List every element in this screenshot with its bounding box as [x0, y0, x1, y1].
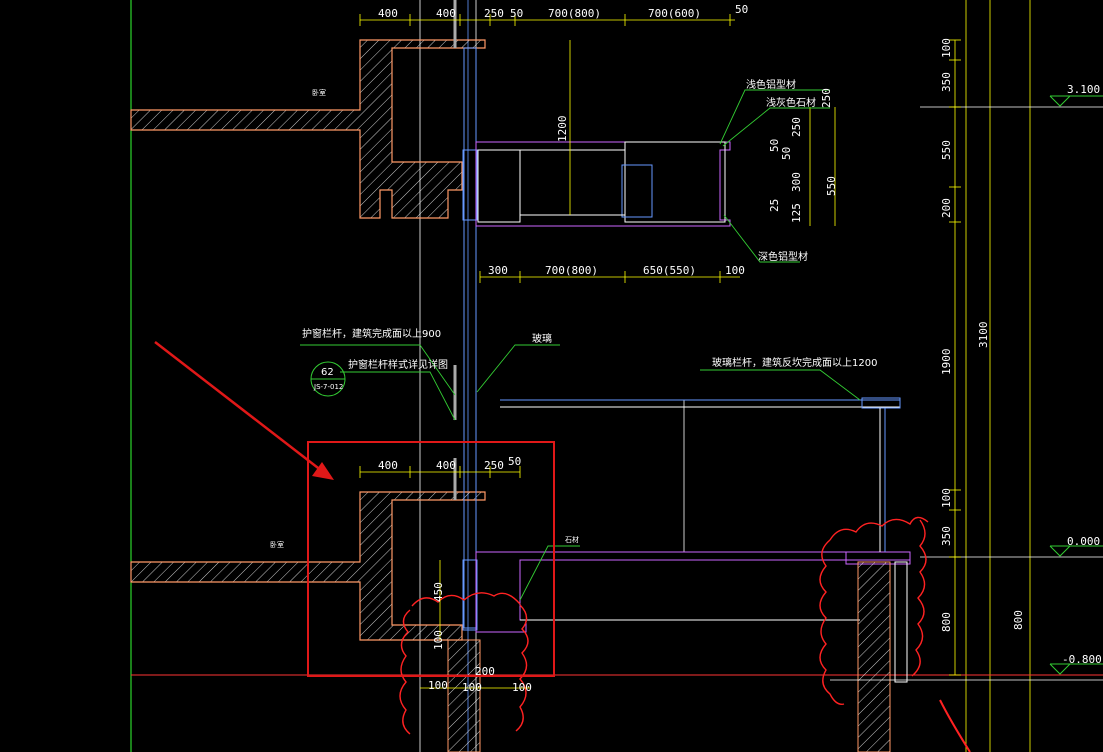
svg-text:100: 100: [725, 264, 745, 277]
shrub-outlines: [399, 516, 971, 752]
svg-text:550: 550: [825, 176, 838, 196]
svg-text:50: 50: [768, 139, 781, 152]
svg-text:400: 400: [378, 7, 398, 20]
svg-text:250: 250: [484, 459, 504, 472]
svg-text:450: 450: [432, 582, 445, 602]
svg-text:3.100: 3.100: [1067, 83, 1100, 96]
svg-text:护窗栏杆样式详见详图: 护窗栏杆样式详见详图: [348, 358, 448, 371]
svg-text:200: 200: [940, 198, 953, 218]
svg-text:100: 100: [512, 681, 532, 694]
low-dimension-text: 400 400 250 50: [378, 455, 521, 472]
svg-text:1900: 1900: [940, 349, 953, 376]
top-dimension-text: 400 400 250 50 700(800) 700(600) 50: [378, 3, 748, 20]
svg-text:700(800): 700(800): [548, 7, 601, 20]
outer-vertical-dimension-text: 3100 800: [977, 322, 1025, 631]
svg-text:100: 100: [462, 681, 482, 694]
svg-text:50: 50: [508, 455, 521, 468]
svg-text:200: 200: [475, 665, 495, 678]
detail-bubble: [310, 361, 346, 397]
svg-text:650(550): 650(550): [643, 264, 696, 277]
level-lines: [131, 106, 1103, 676]
svg-text:100: 100: [940, 488, 953, 508]
svg-text:卧室: 卧室: [312, 88, 326, 97]
detail-bubble-text: 62 JS-7-012: [313, 367, 343, 391]
svg-text:卧室: 卧室: [270, 540, 284, 549]
right-vertical-dimension-text: 100 350 550 200 1900 100 350 800: [940, 38, 953, 632]
svg-text:700(800): 700(800): [545, 264, 598, 277]
svg-text:1200: 1200: [556, 116, 569, 143]
svg-text:0.000: 0.000: [1067, 535, 1100, 548]
svg-text:700(600): 700(600): [648, 7, 701, 20]
svg-text:400: 400: [378, 459, 398, 472]
svg-text:300: 300: [488, 264, 508, 277]
svg-text:JS-7-012: JS-7-012: [313, 383, 343, 391]
svg-text:100: 100: [940, 38, 953, 58]
dimension-lines: [359, 14, 961, 689]
svg-text:50: 50: [510, 7, 523, 20]
svg-text:125: 125: [790, 203, 803, 223]
mid-dimension-text: 300 700(800) 650(550) 100: [488, 264, 745, 277]
glass-guardrail: [500, 397, 901, 552]
svg-text:250: 250: [820, 88, 833, 108]
lower-cladding: [475, 551, 911, 633]
svg-text:800: 800: [940, 612, 953, 632]
level-markers: [1049, 95, 1103, 675]
svg-text:-0.800: -0.800: [1062, 653, 1102, 666]
svg-text:100: 100: [428, 679, 448, 692]
sub-vertical-dimension-text: 1200 250 250 50 50 300 550 25 125 450 10…: [432, 88, 838, 650]
svg-text:350: 350: [940, 526, 953, 546]
svg-text:玻璃: 玻璃: [532, 332, 552, 345]
svg-text:250: 250: [484, 7, 504, 20]
annotation-text: 浅色铝型材 浅灰色石材 深色铝型材 护窗栏杆，建筑完成面以上900 护窗栏杆样式…: [302, 78, 877, 544]
svg-text:3100: 3100: [977, 322, 990, 349]
level-text: 3.100 0.000 -0.800: [1062, 83, 1102, 666]
svg-text:800: 800: [1012, 610, 1025, 630]
svg-text:50: 50: [780, 147, 793, 160]
highlight-box: [307, 441, 555, 677]
bottom-dimension-text: 100 200 100 100: [428, 665, 532, 694]
svg-text:550: 550: [940, 140, 953, 160]
pointer-arrow-icon: [154, 341, 334, 480]
svg-text:玻璃栏杆，建筑反坎完成面以上1200: 玻璃栏杆，建筑反坎完成面以上1200: [712, 356, 877, 369]
svg-text:62: 62: [321, 367, 334, 378]
svg-text:浅灰色石材: 浅灰色石材: [766, 96, 816, 109]
leader-lines: [300, 89, 861, 601]
reference-lines: [419, 0, 1031, 752]
lower-column: [447, 639, 481, 752]
svg-text:深色铝型材: 深色铝型材: [758, 250, 808, 263]
svg-text:400: 400: [436, 459, 456, 472]
svg-text:50: 50: [735, 3, 748, 16]
window-frame: [462, 47, 478, 631]
svg-text:100: 100: [432, 630, 445, 650]
svg-text:350: 350: [940, 72, 953, 92]
planter-wall: [830, 561, 1103, 752]
upper-cladding: [475, 141, 731, 227]
svg-text:石材: 石材: [565, 535, 579, 544]
svg-text:护窗栏杆，建筑完成面以上900: 护窗栏杆，建筑完成面以上900: [302, 327, 441, 340]
svg-text:300: 300: [790, 172, 803, 192]
svg-text:25: 25: [768, 199, 781, 212]
upper-slab: [130, 39, 486, 219]
room-labels: 卧室 卧室: [270, 88, 326, 549]
svg-text:250: 250: [790, 117, 803, 137]
svg-text:400: 400: [436, 7, 456, 20]
svg-text:浅色铝型材: 浅色铝型材: [746, 78, 796, 91]
